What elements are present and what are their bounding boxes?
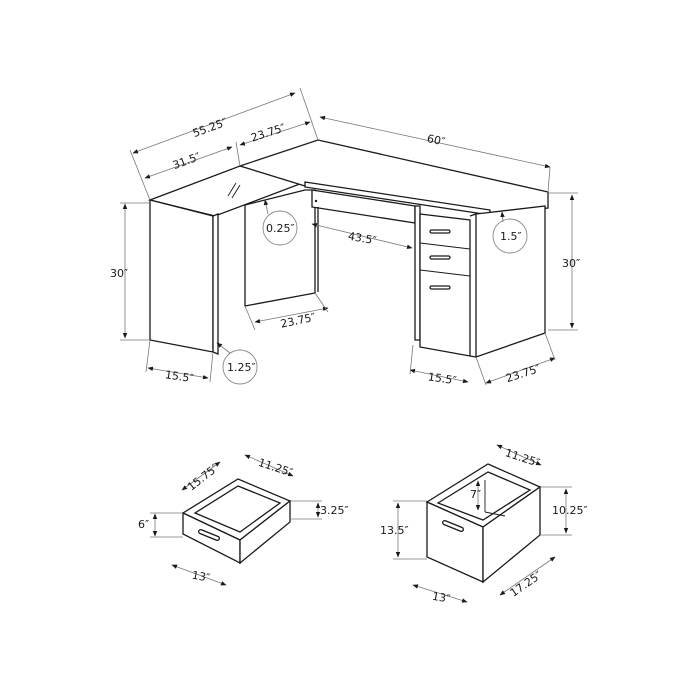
label-small-drawer-depth: 15.75″ [185,461,221,493]
label-pedestal-width: 15.5″ [427,370,457,387]
label-top-thickness-right: 1.5″ [500,230,522,243]
label-left-leg-depth: 15.5″ [164,368,194,385]
file-drawer-drawing [425,463,542,584]
label-main-width: 60″ [426,132,446,148]
label-pedestal-depth: 23.75″ [504,362,542,385]
label-overall-left-width: 55.25″ [191,116,229,140]
label-file-drawer-front-width: 13″ [431,590,451,606]
small-drawer-drawing [181,478,292,565]
label-left-height: 30″ [110,267,128,280]
label-small-drawer-front-width: 13″ [191,569,211,585]
l-desk-drawing [147,139,549,358]
label-small-drawer-front-height: 6″ [138,518,149,531]
label-file-drawer-depth: 17.25″ [508,569,545,600]
label-file-drawer-inner-height: 7″ [470,488,481,501]
file-drawer-dimension-lines [393,444,572,603]
label-left-top-depth: 23.75″ [249,121,287,144]
label-right-height: 30″ [562,257,580,270]
label-inner-panel-depth: 23.75″ [279,311,317,331]
label-file-drawer-front-height: 13.5″ [380,524,409,537]
desk-dimension-lines [120,87,578,386]
label-file-drawer-inner-width: 11.25″ [503,446,541,469]
label-small-drawer-inner-width: 11.25″ [257,456,295,479]
label-top-thickness-left: 0.25″ [266,222,295,235]
label-left-return-width: 31.5″ [171,150,202,172]
label-left-leg-thickness: 1.25″ [227,361,256,374]
label-file-drawer-side-height: 10.25″ [552,504,588,517]
file-drawer-dimension-labels: 11.25″ 7″ 13.5″ 10.25″ 13″ 17.25″ [380,446,588,605]
label-small-drawer-side-height: 3.25″ [320,504,349,517]
small-drawer-dimension-lines [150,454,322,586]
label-knee-space-width: 43.5″ [347,230,377,248]
